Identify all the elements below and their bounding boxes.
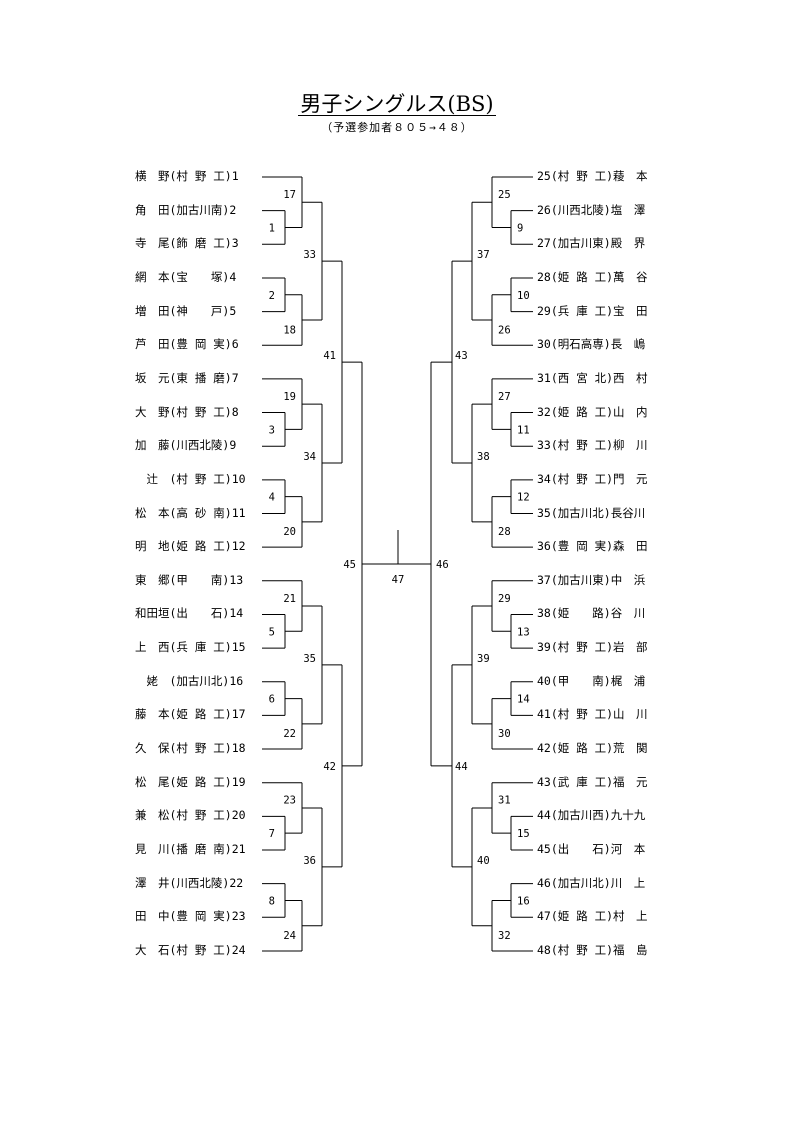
match-number-m9: 9	[517, 222, 523, 234]
right-entry: 36(豊 岡 実)森 田	[537, 539, 648, 554]
match-number-m15: 15	[517, 828, 530, 840]
page-subtitle: （予選参加者８０５→４８）	[321, 121, 473, 134]
right-entry: 39(村 野 工)岩 部	[537, 640, 648, 655]
left-entry: 見 川(播 磨 南)21	[135, 842, 246, 856]
match-number-m28: 28	[498, 526, 511, 538]
right-entry: 40(甲 南)梶 浦	[537, 673, 646, 688]
match-number-m17: 17	[283, 189, 296, 201]
match-number-m22: 22	[283, 728, 296, 740]
match-number-m32: 32	[498, 930, 511, 942]
left-entry: 上 西(兵 庫 工)15	[135, 640, 246, 655]
left-entry: 松 尾(姫 路 工)19	[135, 774, 246, 789]
match-number-m33: 33	[303, 249, 316, 261]
left-entry: 東 郷(甲 南)13	[135, 572, 244, 587]
left-entry: 坂 元(東 播 磨)7	[135, 370, 239, 385]
left-entry: 姥 (加古川北)16	[135, 673, 244, 688]
match-number-m41: 41	[323, 350, 336, 362]
match-number-m38: 38	[477, 451, 490, 463]
right-entry: 43(武 庫 工)福 元	[537, 774, 648, 789]
match-number-m1: 1	[269, 222, 275, 234]
right-entry: 26(川西北陵)塩 澤	[537, 202, 646, 217]
left-entry: 増 田(神 戸)5	[135, 303, 237, 318]
right-entry: 29(兵 庫 工)宝 田	[537, 303, 648, 318]
left-entry: 和田垣(出 石)14	[135, 606, 244, 621]
match-number-m36: 36	[303, 855, 316, 867]
right-entry: 45(出 石)河 本	[537, 842, 646, 856]
left-entry: 兼 松(村 野 工)20	[135, 808, 246, 823]
title-text: 男子シングルス(BS)	[298, 92, 496, 116]
match-number-m45: 45	[343, 559, 356, 571]
left-entry: 芦 田(豊 岡 実)6	[135, 337, 239, 352]
right-entry: 30(明石高専)長 嶋	[537, 337, 646, 352]
left-entry: 角 田(加古川南)2	[135, 202, 237, 217]
match-number-m35: 35	[303, 653, 316, 665]
match-number-m42: 42	[323, 761, 336, 773]
left-entry: 大 石(村 野 工)24	[135, 942, 246, 957]
right-entry: 42(姫 路 工)荒 関	[537, 741, 648, 756]
match-number-m4: 4	[269, 492, 275, 504]
left-entry: 寺 尾(飾 磨 工)3	[135, 236, 239, 251]
right-entry: 41(村 野 工)山 川	[537, 707, 648, 722]
right-entry: 32(姫 路 工)山 内	[537, 404, 648, 419]
page-title: 男子シングルス(BS)	[0, 92, 794, 116]
right-entry: 35(加古川北)長谷川	[537, 505, 646, 520]
match-number-m21: 21	[283, 593, 296, 605]
match-number-m10: 10	[517, 290, 530, 302]
right-entry: 25(村 野 工)薐 本	[537, 169, 648, 183]
match-number-m11: 11	[517, 424, 530, 436]
match-number-m2: 2	[269, 290, 275, 302]
match-number-m5: 5	[269, 626, 275, 638]
match-number-m34: 34	[303, 451, 316, 463]
match-number-m3: 3	[269, 424, 275, 436]
left-entry: 藤 本(姫 路 工)17	[135, 707, 246, 722]
left-entry: 加 藤(川西北陵)9	[135, 438, 237, 453]
right-entry: 31(西 宮 北)西 村	[537, 370, 648, 385]
match-number-m7: 7	[269, 828, 275, 840]
right-entry: 44(加古川西)九十九	[537, 808, 646, 823]
match-number-m26: 26	[498, 324, 511, 336]
left-entry: 大 野(村 野 工)8	[135, 404, 239, 419]
match-number-m8: 8	[269, 895, 275, 907]
left-entry: 田 中(豊 岡 実)23	[135, 909, 246, 924]
left-entry: 久 保(村 野 工)18	[135, 741, 246, 756]
match-number-m16: 16	[517, 895, 530, 907]
match-number-m20: 20	[283, 526, 296, 538]
match-number-m13: 13	[517, 626, 530, 638]
right-entry: 48(村 野 工)福 島	[537, 942, 648, 957]
right-entry: 33(村 野 工)柳 川	[537, 438, 648, 453]
left-entry: 網 本(宝 塚)4	[135, 269, 237, 284]
left-entry: 松 本(高 砂 南)11	[135, 505, 246, 520]
match-number-m6: 6	[269, 694, 275, 706]
match-number-m29: 29	[498, 593, 511, 605]
match-number-m46: 46	[436, 559, 449, 571]
right-entry: 38(姫 路)谷 川	[537, 606, 646, 621]
right-entry: 34(村 野 工)門 元	[537, 471, 648, 486]
match-number-m27: 27	[498, 391, 511, 403]
right-entry: 37(加古川東)中 浜	[537, 572, 646, 587]
match-number-m19: 19	[283, 391, 296, 403]
match-number-m18: 18	[283, 324, 296, 336]
match-number-m39: 39	[477, 653, 490, 665]
match-number-m44: 44	[455, 761, 468, 773]
match-number-m25: 25	[498, 189, 511, 201]
match-number-m37: 37	[477, 249, 490, 261]
match-number-m47: 47	[392, 574, 405, 586]
match-number-m14: 14	[517, 694, 530, 706]
right-entry: 28(姫 路 工)萬 谷	[537, 269, 648, 284]
match-number-m23: 23	[283, 795, 296, 807]
right-entry: 46(加古川北)川 上	[537, 875, 646, 890]
match-number-m24: 24	[283, 930, 296, 942]
left-entry: 澤 井(川西北陵)22	[135, 875, 244, 890]
match-number-m40: 40	[477, 855, 490, 867]
match-number-m43: 43	[455, 350, 468, 362]
left-entry: 辻 (村 野 工)10	[135, 471, 246, 486]
left-entry: 横 野(村 野 工)1	[135, 169, 239, 183]
left-entry: 明 地(姫 路 工)12	[135, 539, 246, 554]
match-number-m12: 12	[517, 492, 530, 504]
right-entry: 27(加古川東)殿 界	[537, 236, 646, 251]
match-number-m30: 30	[498, 728, 511, 740]
match-number-m31: 31	[498, 795, 511, 807]
right-entry: 47(姫 路 工)村 上	[537, 909, 648, 924]
